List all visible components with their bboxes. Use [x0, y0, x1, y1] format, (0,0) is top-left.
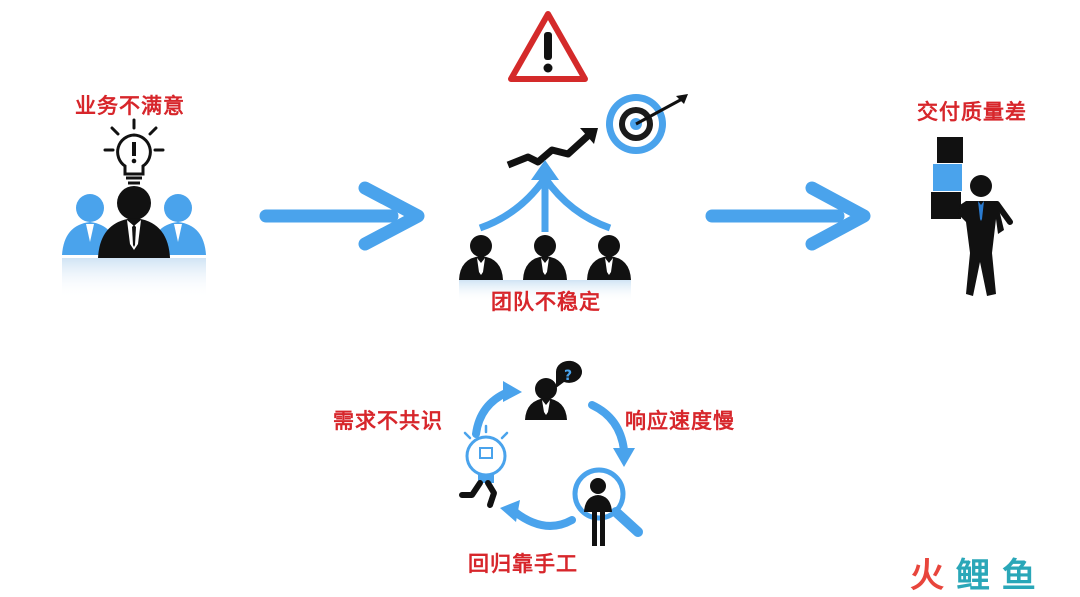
label-business-unsatisfied: 业务不满意	[75, 93, 185, 118]
label-requirement-no-consensus: 需求不共识	[333, 408, 443, 433]
label-back-to-manual: 回归靠手工	[468, 551, 578, 576]
team-with-idea-icon	[62, 118, 206, 298]
person-carrying-boxes-icon	[931, 137, 1013, 296]
person-magnifier-icon	[572, 467, 643, 546]
growth-arrow-target-icon	[459, 94, 688, 302]
flow-arrow-1	[259, 181, 425, 251]
watermark-part-3: 鱼	[1001, 556, 1036, 596]
person-question-icon: ?	[525, 360, 582, 420]
cycle-diagram: ?	[459, 360, 643, 546]
watermark-part-2: 鲤	[955, 556, 990, 596]
svg-text:?: ?	[564, 368, 572, 384]
flow-arrow-2	[705, 181, 871, 251]
label-team-unstable: 团队不稳定	[491, 289, 601, 314]
target-icon	[606, 94, 688, 154]
watermark-part-1: 火	[910, 556, 944, 596]
team-people	[459, 235, 631, 280]
label-slow-response: 响应速度慢	[625, 408, 735, 433]
label-delivery-poor: 交付质量差	[917, 99, 1027, 124]
lightbulb-runner-icon	[459, 424, 509, 508]
watermark-logo: 火 鲤 鱼	[910, 548, 1036, 597]
lightbulb-icon	[103, 118, 165, 185]
warning-triangle-icon	[508, 11, 588, 82]
